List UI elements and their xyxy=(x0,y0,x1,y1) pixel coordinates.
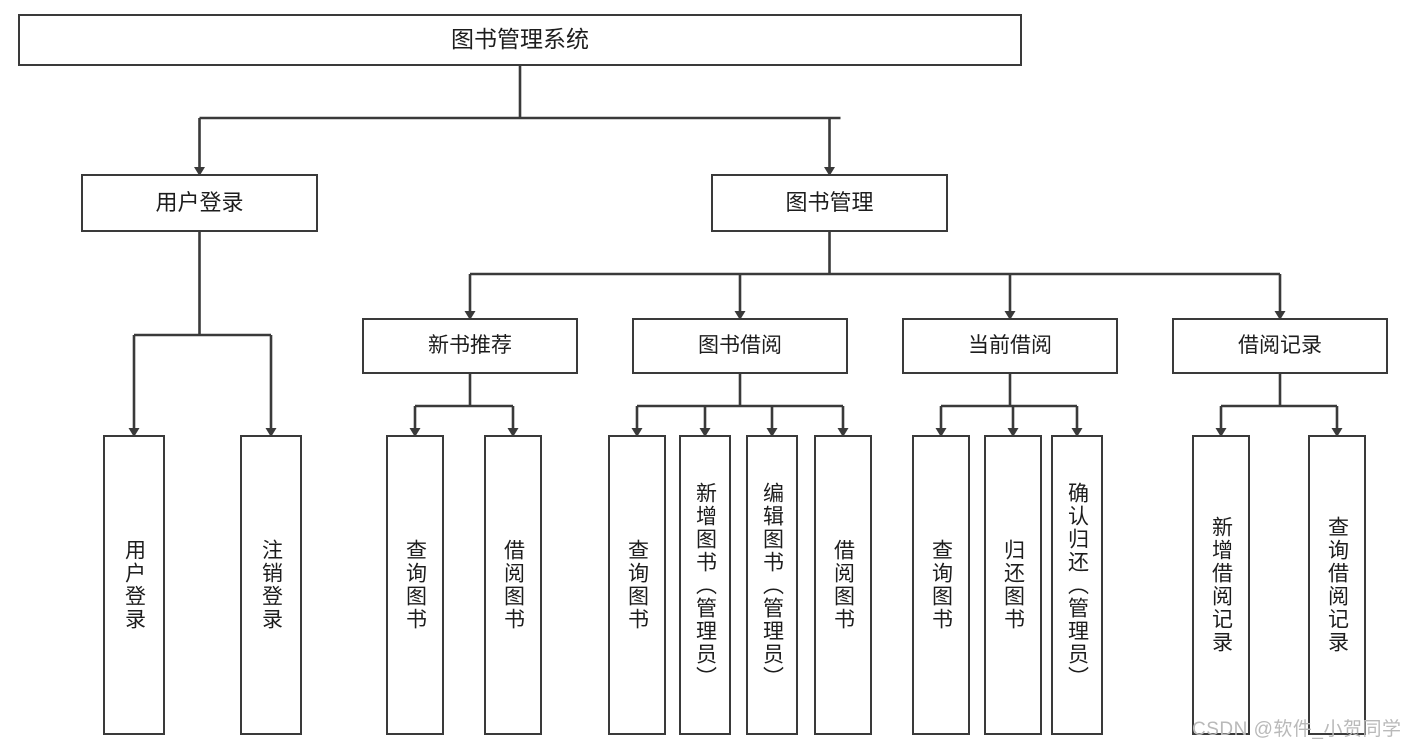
node-new-book-rec-label: 新书推荐 xyxy=(428,333,512,357)
node-leaf-query-book-3[interactable]: 查询图书 xyxy=(912,435,970,735)
node-book-manage-label: 图书管理 xyxy=(785,190,874,216)
node-leaf-return-book-label: 归还图书 xyxy=(1001,539,1025,631)
node-current-borrow[interactable]: 当前借阅 xyxy=(902,318,1118,374)
node-book-manage[interactable]: 图书管理 xyxy=(711,174,948,232)
node-leaf-query-book-3-label: 查询图书 xyxy=(929,539,953,631)
watermark: CSDN @软件_小贺同学 xyxy=(1192,719,1402,740)
node-book-borrow-label: 图书借阅 xyxy=(698,333,782,357)
node-new-book-rec[interactable]: 新书推荐 xyxy=(362,318,578,374)
node-leaf-borrow-book-2-label: 借阅图书 xyxy=(831,539,855,631)
node-leaf-add-record[interactable]: 新增借阅记录 xyxy=(1192,435,1250,735)
node-leaf-query-book-2-label: 查询图书 xyxy=(625,539,649,631)
node-leaf-query-book-1-label: 查询图书 xyxy=(403,539,427,631)
node-leaf-borrow-book-1-label: 借阅图书 xyxy=(501,539,525,631)
node-user-login[interactable]: 用户登录 xyxy=(81,174,318,232)
node-leaf-user-login[interactable]: 用户登录 xyxy=(103,435,165,735)
node-borrow-record[interactable]: 借阅记录 xyxy=(1172,318,1388,374)
node-book-borrow[interactable]: 图书借阅 xyxy=(632,318,848,374)
node-leaf-user-login-label: 用户登录 xyxy=(122,539,146,631)
node-current-borrow-label: 当前借阅 xyxy=(968,333,1052,357)
node-leaf-query-record-label: 查询借阅记录 xyxy=(1325,516,1349,654)
node-leaf-return-book[interactable]: 归还图书 xyxy=(984,435,1042,735)
node-leaf-borrow-book-1[interactable]: 借阅图书 xyxy=(484,435,542,735)
node-borrow-record-label: 借阅记录 xyxy=(1238,333,1322,357)
node-leaf-borrow-book-2[interactable]: 借阅图书 xyxy=(814,435,872,735)
node-leaf-edit-book-label: 编辑图书（管理员） xyxy=(760,481,784,689)
node-leaf-edit-book[interactable]: 编辑图书（管理员） xyxy=(746,435,798,735)
node-leaf-user-logout[interactable]: 注销登录 xyxy=(240,435,302,735)
node-leaf-confirm-return-label: 确认归还（管理员） xyxy=(1065,481,1089,689)
node-leaf-query-book-2[interactable]: 查询图书 xyxy=(608,435,666,735)
node-leaf-confirm-return[interactable]: 确认归还（管理员） xyxy=(1051,435,1103,735)
node-leaf-add-book-label: 新增图书（管理员） xyxy=(693,481,717,689)
node-leaf-add-record-label: 新增借阅记录 xyxy=(1209,516,1233,654)
node-user-login-label: 用户登录 xyxy=(155,190,244,216)
node-root-label: 图书管理系统 xyxy=(451,26,589,53)
node-leaf-query-record[interactable]: 查询借阅记录 xyxy=(1308,435,1366,735)
node-root[interactable]: 图书管理系统 xyxy=(18,14,1022,66)
node-leaf-query-book-1[interactable]: 查询图书 xyxy=(386,435,444,735)
node-leaf-user-logout-label: 注销登录 xyxy=(259,539,283,631)
node-leaf-add-book[interactable]: 新增图书（管理员） xyxy=(679,435,731,735)
